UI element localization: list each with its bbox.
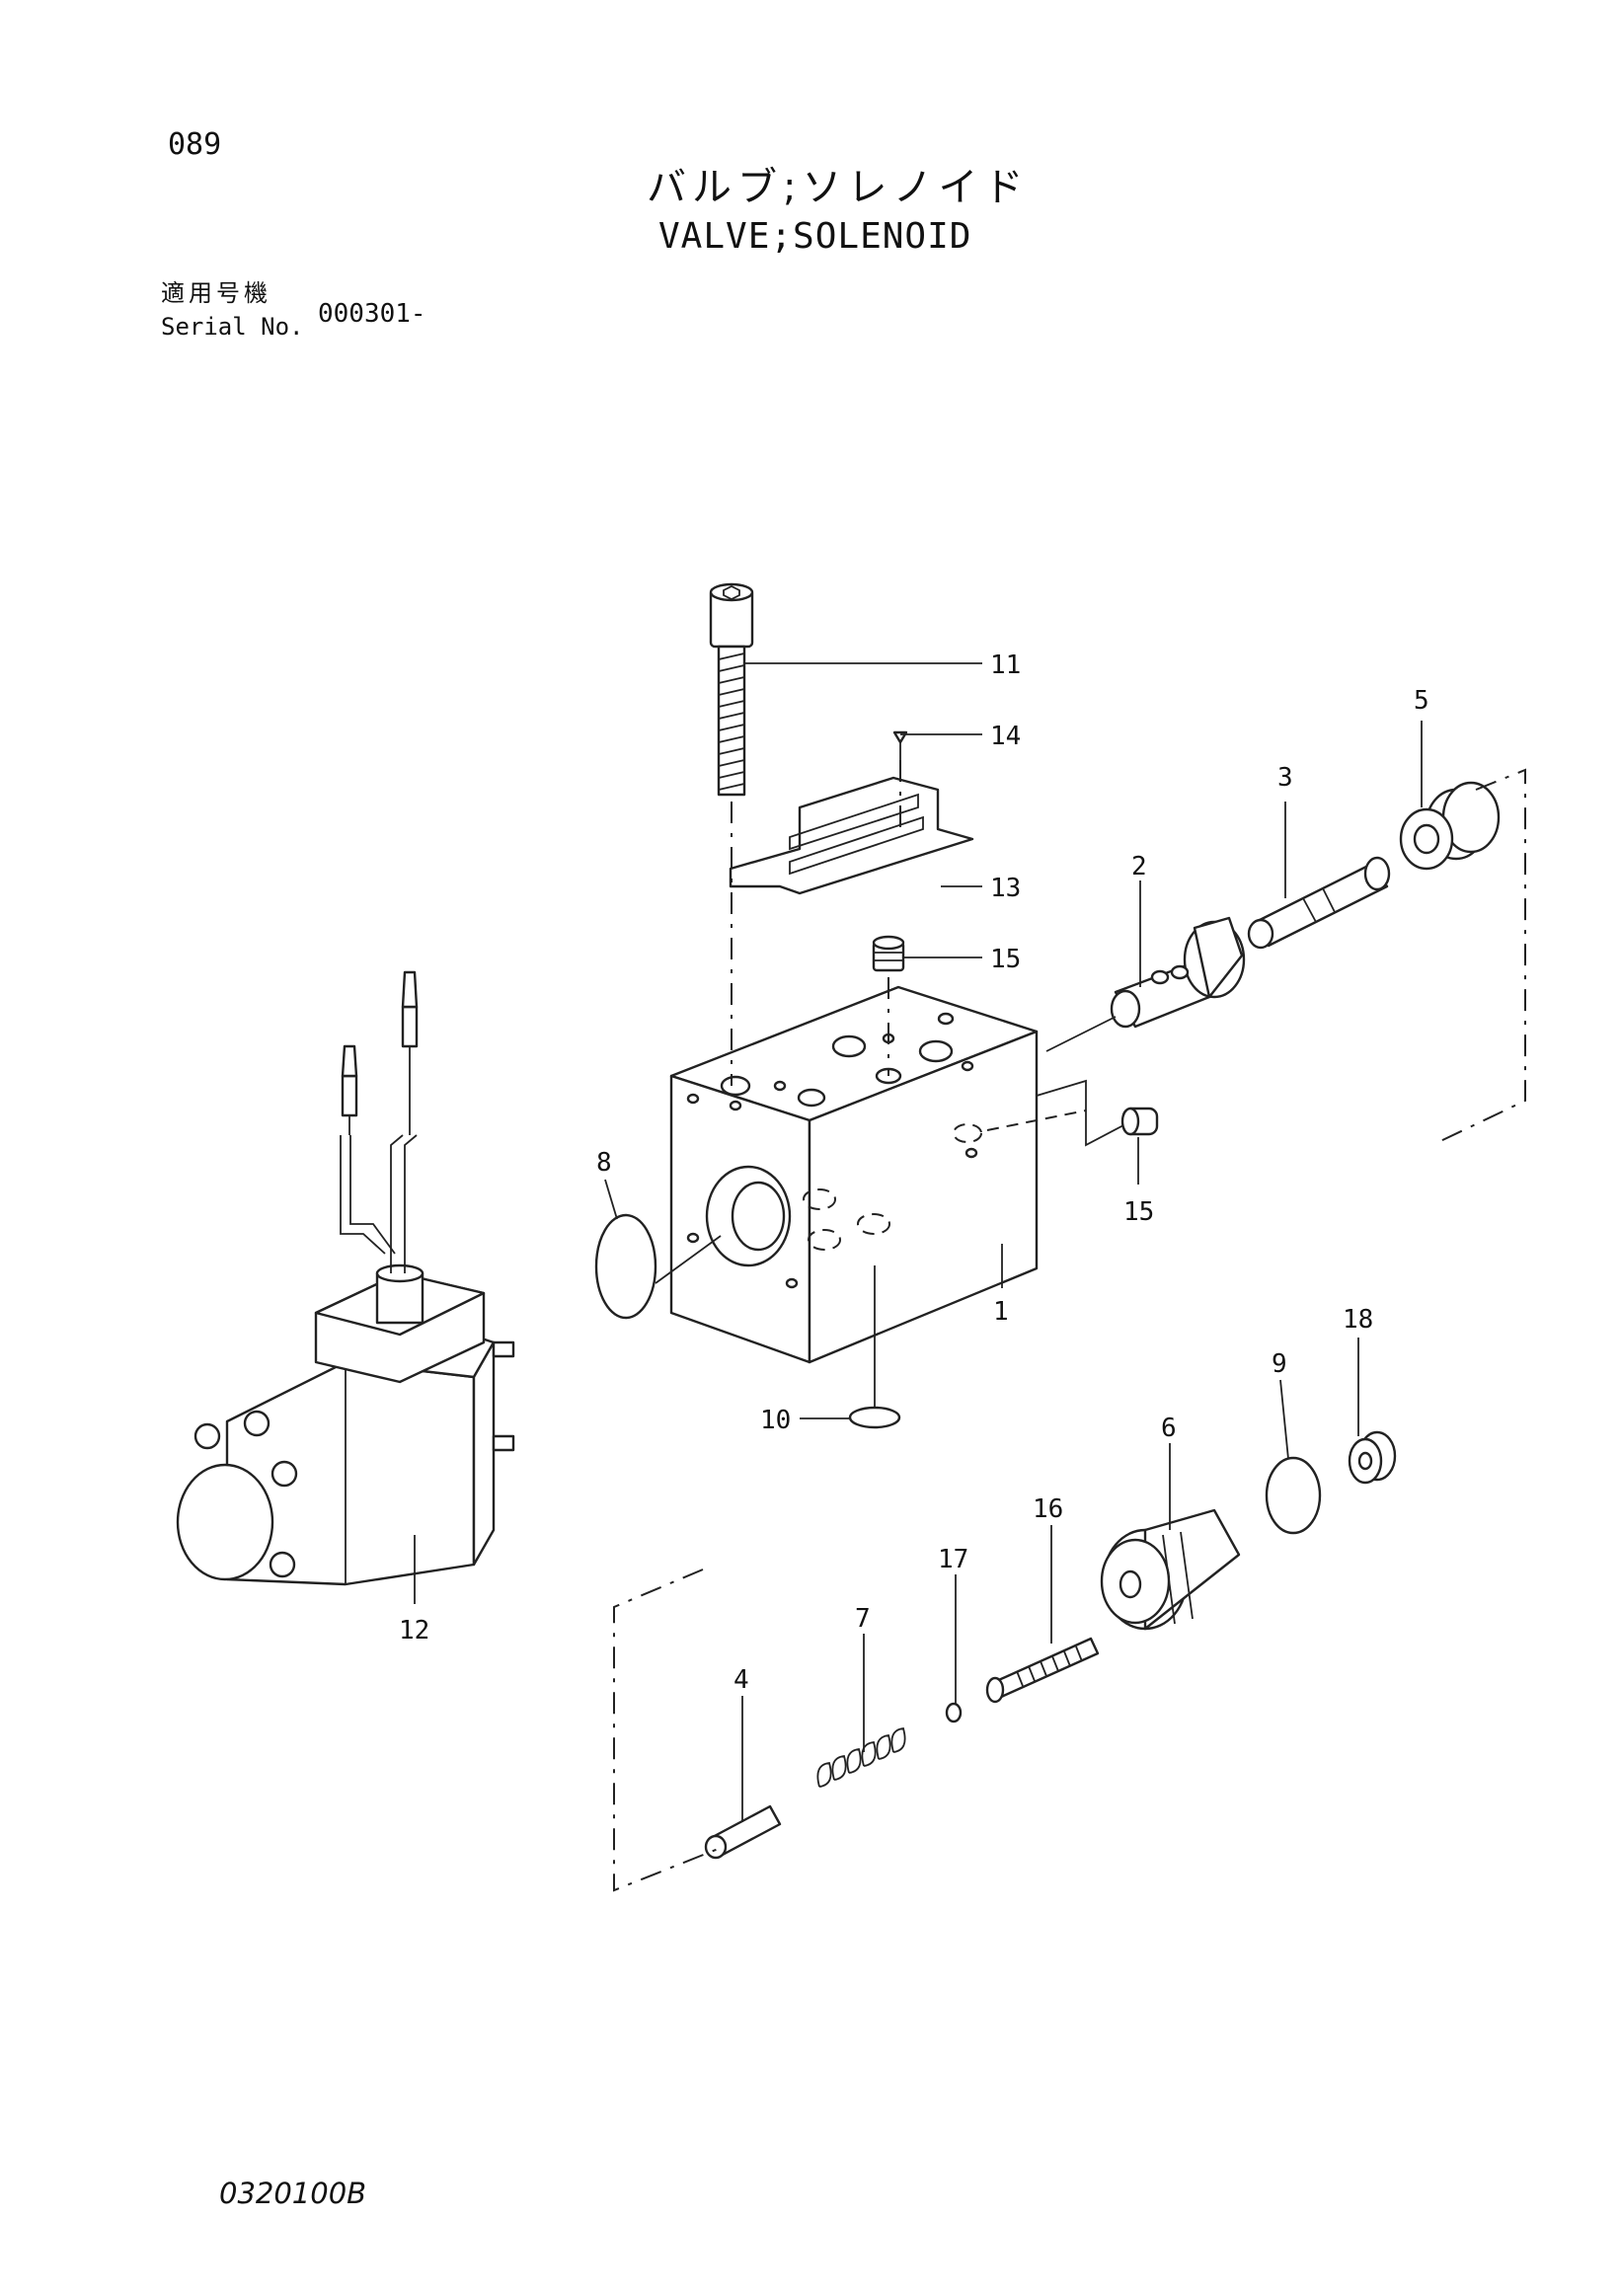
part-9-oring[interactable] [1265, 1456, 1322, 1535]
serial-label-english: Serial No. [161, 313, 304, 341]
part-1-valve-body[interactable] [669, 985, 1039, 1364]
callout-1: 1 [993, 1297, 1009, 1327]
title-japanese: バルブ;ソレノイド [647, 165, 1030, 210]
part-12-solenoid[interactable] [176, 970, 515, 1586]
callout-15-top: 15 [990, 945, 1021, 974]
part-10-oring[interactable] [848, 1406, 901, 1429]
callout-9: 9 [1272, 1349, 1287, 1379]
part-15-plug-side[interactable] [1120, 1107, 1159, 1136]
part-13-gasket[interactable] [729, 776, 974, 895]
callout-6: 6 [1161, 1414, 1177, 1443]
drawing-code: 0320100B [219, 2177, 367, 2210]
callout-3: 3 [1277, 763, 1293, 793]
callout-5: 5 [1414, 686, 1429, 716]
part-18-nut[interactable] [1348, 1430, 1397, 1485]
callout-7: 7 [855, 1604, 871, 1634]
part-3-spool[interactable] [1247, 856, 1391, 950]
callout-2: 2 [1131, 852, 1147, 881]
callout-8: 8 [596, 1148, 612, 1178]
part-5-cap[interactable] [1399, 781, 1501, 871]
callout-10: 10 [760, 1406, 791, 1435]
part-17-oring[interactable] [945, 1702, 963, 1723]
callout-leaders [414, 662, 1423, 1822]
serial-label-japanese: 適用号機 [161, 279, 271, 307]
serial-number-value: 000301- [318, 299, 426, 329]
callout-labels: 11 14 13 15 15 1 2 3 5 8 10 9 18 6 16 17… [399, 651, 1429, 1695]
callout-17: 17 [938, 1545, 968, 1574]
part-15-plug-top[interactable] [872, 935, 905, 972]
callout-4: 4 [733, 1665, 749, 1695]
title-english: VALVE;SOLENOID [658, 216, 972, 257]
part-2-sleeve[interactable] [1110, 916, 1246, 1029]
callout-18: 18 [1343, 1305, 1373, 1335]
assembly-lines [613, 760, 1526, 1892]
part-14-screw[interactable] [892, 730, 908, 760]
callout-12: 12 [399, 1616, 429, 1645]
part-7-spring[interactable] [816, 1727, 906, 1788]
page-number: 089 [168, 127, 222, 162]
part-11-bolt[interactable] [709, 582, 754, 797]
part-4-pin[interactable] [704, 1804, 782, 1860]
callout-15-side: 15 [1123, 1197, 1154, 1227]
callout-16: 16 [1033, 1494, 1063, 1524]
part-16-screw[interactable] [985, 1637, 1100, 1704]
callout-11: 11 [990, 651, 1021, 680]
part-8-oring[interactable] [594, 1213, 657, 1320]
callout-13: 13 [990, 874, 1021, 903]
callout-14: 14 [990, 722, 1021, 751]
part-6-plug[interactable] [1100, 1508, 1241, 1631]
